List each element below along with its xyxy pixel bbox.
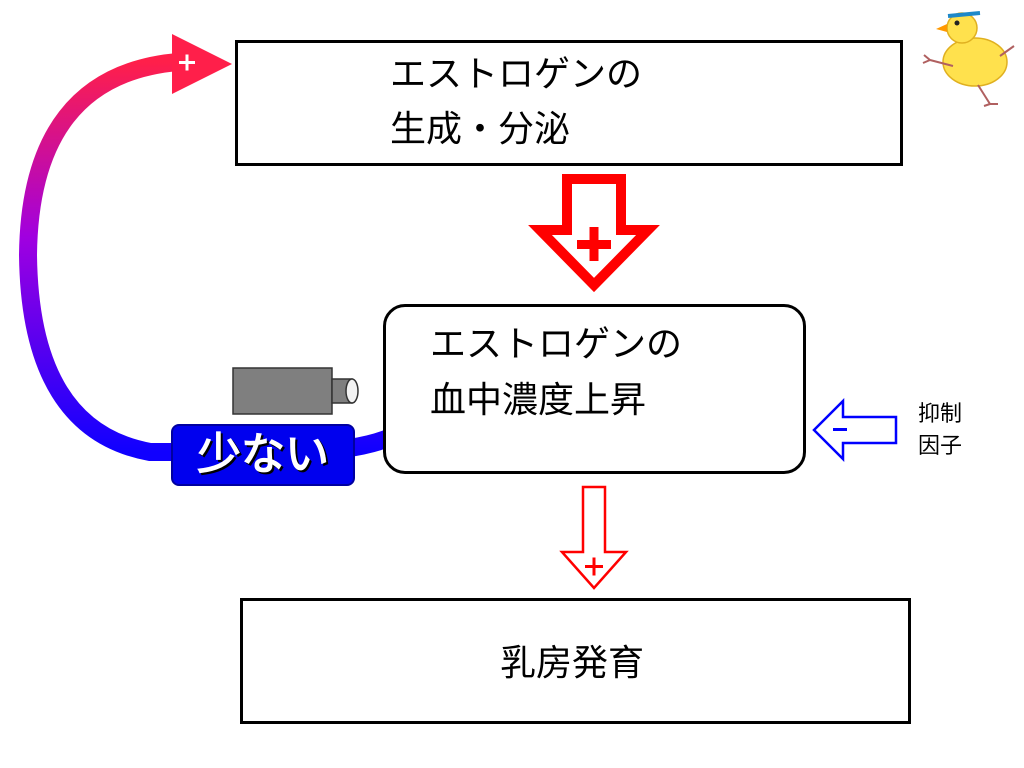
estrogen-production-label-line1: エストロゲンの xyxy=(390,54,643,95)
plus-icon xyxy=(577,227,611,261)
feedback-loop-arrowhead xyxy=(172,34,232,94)
plus-icon xyxy=(585,557,603,576)
blood-concentration-label-line2: 血中濃度上昇 xyxy=(430,380,647,421)
chick-icon xyxy=(922,11,1015,107)
estrogen-production-label-line2: 生成・分泌 xyxy=(390,109,571,150)
estrogen-production-box xyxy=(235,40,903,166)
breast-development-box xyxy=(240,598,911,724)
inhibitor-label-line2: 因子 xyxy=(918,434,963,459)
down-arrow-icon xyxy=(559,485,629,590)
inhibitor-label-line1: 抑制 xyxy=(918,402,963,427)
left-arrow-icon xyxy=(812,397,898,463)
blood-concentration-label-line1: エストロゲンの xyxy=(430,324,683,365)
low-level-badge: 少ない xyxy=(171,424,355,486)
pipe-icon xyxy=(232,367,359,415)
blood-concentration-box xyxy=(383,304,806,474)
breast-development-label: 乳房発育 xyxy=(500,643,645,684)
minus-icon xyxy=(833,428,847,431)
plus-icon xyxy=(179,54,195,71)
